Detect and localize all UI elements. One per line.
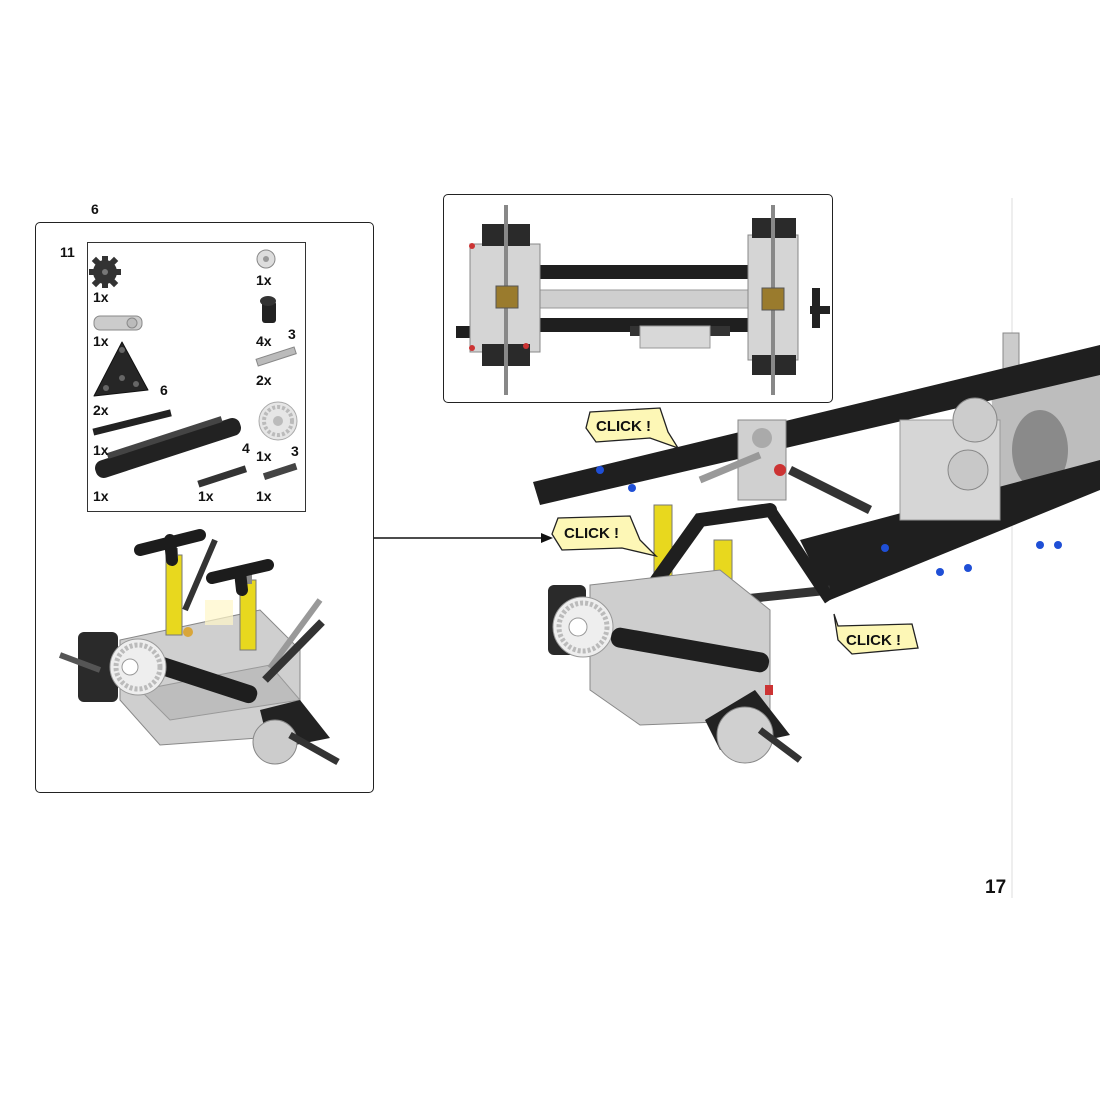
part-qty-axle-3-dark: 1x	[256, 488, 272, 504]
pin-connector-icon	[260, 296, 276, 323]
axle-4-icon	[197, 465, 248, 488]
part-qty-pin-connector: 4x	[256, 333, 272, 349]
part-length-axle-6: 6	[160, 382, 168, 398]
click-callout-text-2: CLICK !	[564, 525, 619, 542]
axle-3-dark-icon	[262, 462, 298, 481]
part-length-axle-3-dark: 3	[291, 443, 299, 459]
part-qty-axle-4: 1x	[198, 488, 214, 504]
axle-6-icon	[92, 409, 172, 436]
inner-step-number: 11	[60, 244, 75, 260]
gear-12-tooth-icon	[256, 249, 276, 269]
part-qty-axle-3: 2x	[256, 372, 272, 388]
page-number: 17	[985, 877, 1007, 898]
part-qty-gear-8: 1x	[93, 289, 109, 305]
part-qty-triangle-liftarm: 2x	[93, 402, 109, 418]
gear-rack-icon	[95, 416, 241, 478]
part-qty-axle-connector: 1x	[93, 333, 109, 349]
click-callout-text-1: CLICK !	[596, 418, 651, 435]
gear-8-tooth-icon	[89, 256, 121, 288]
part-qty-gear-24: 1x	[256, 448, 272, 464]
part-length-axle-4: 4	[242, 440, 250, 456]
part-qty-axle-6: 1x	[93, 442, 109, 458]
outer-step-number: 6	[91, 201, 99, 217]
click-callout-text-3: CLICK !	[846, 632, 901, 649]
part-qty-gear-rack: 1x	[93, 488, 109, 504]
axle-connector-icon	[93, 315, 143, 331]
part-length-axle-3: 3	[288, 326, 296, 342]
part-qty-gear-12: 1x	[256, 272, 272, 288]
gear-24-tooth-icon	[258, 401, 298, 441]
axle-3-icon	[255, 346, 297, 367]
triangle-liftarm-icon	[93, 341, 149, 397]
